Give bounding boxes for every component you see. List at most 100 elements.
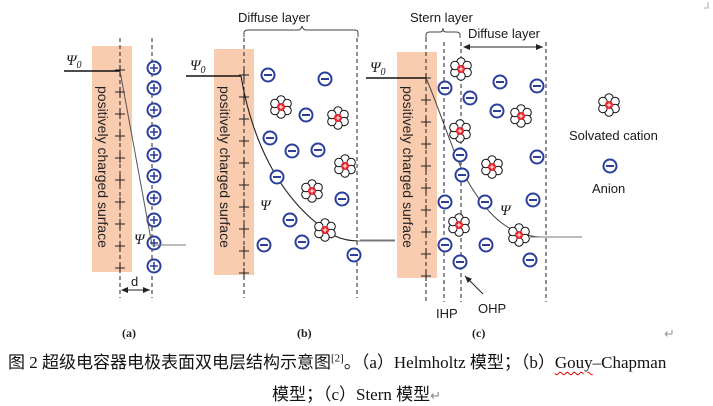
- anion-icon: [462, 90, 478, 106]
- surface-plus-charge: [239, 202, 249, 212]
- surface-plus-charge: [239, 70, 249, 80]
- anion-icon: [525, 192, 541, 208]
- counter-ions-a: [146, 60, 162, 274]
- solvated-cation-icon: [314, 218, 336, 242]
- surface-plus-charge: [421, 227, 431, 237]
- legend-solvated-cation-label: Solvated cation: [569, 128, 658, 143]
- legend-solvated-cation-icon: [598, 93, 620, 117]
- anion-icon: [478, 237, 494, 253]
- ohp-label: OHP: [478, 301, 506, 316]
- anion-icon: [492, 74, 508, 90]
- solvated-cation-icon: [270, 95, 292, 119]
- caption-models-b: –Chapman: [592, 353, 667, 372]
- surface-label-b: positively charged surface: [217, 86, 233, 248]
- surface-plus-charge: [421, 249, 431, 259]
- surface-plus-charge: [239, 268, 249, 278]
- charged-surface-a: [92, 46, 132, 272]
- surface-plus-charge: [115, 131, 125, 141]
- paragraph-return-mark: ↵: [664, 327, 675, 342]
- counter-ion-icon: [146, 212, 162, 228]
- ihp-label: IHP: [436, 306, 458, 321]
- anion-icon: [334, 191, 350, 207]
- anion-icon: [529, 149, 545, 165]
- anion-icon: [437, 194, 453, 210]
- caption-models-a: 。（a）Helmholtz 模型；（b）: [343, 353, 555, 372]
- counter-ion-icon: [146, 147, 162, 163]
- diffuse-brace-b: [243, 25, 359, 37]
- anion-icon: [282, 212, 298, 228]
- surface-plus-charge: [421, 139, 431, 149]
- surface-plus-charge: [239, 224, 249, 234]
- anion-icon: [269, 169, 285, 185]
- caption-title: 图 2 超级电容器电极表面双电层结构示意图: [8, 353, 331, 372]
- spellcheck-word[interactable]: Gouy: [554, 353, 593, 372]
- psi0-label-b: Ψ0: [190, 58, 206, 76]
- psi-label-b: Ψ: [260, 198, 272, 214]
- counter-ion-icon: [146, 60, 162, 76]
- anion-icon: [452, 147, 468, 163]
- surface-plus-charge: [421, 117, 431, 127]
- panel-c: Stern layer Diffuse layer positively cha…: [360, 10, 582, 340]
- legend: Solvated cation Anion: [569, 93, 658, 196]
- panel-label-a: (a): [122, 326, 136, 340]
- surface-plus-charge: [115, 197, 125, 207]
- caption-line2-text: 模型；（c）Stern 模型: [271, 385, 431, 404]
- anion-icon: [310, 142, 326, 158]
- surface-plus-charge: [421, 95, 431, 105]
- surface-plus-charge: [115, 153, 125, 163]
- caption-reference[interactable]: [2]: [331, 352, 344, 365]
- anion-icon: [256, 237, 272, 253]
- figure-caption-line2: 模型；（c）Stern 模型↵: [0, 380, 713, 405]
- counter-ion-icon: [146, 168, 162, 184]
- surface-plus-charge: [115, 87, 125, 97]
- solvated-cation-icon: [450, 57, 472, 81]
- ohp-pointer-arrow: [464, 275, 484, 295]
- anion-icon: [477, 194, 493, 210]
- diffuse-layer-label-c: Diffuse layer: [468, 26, 541, 41]
- potential-curve-c: [425, 77, 541, 238]
- anion-icon: [437, 237, 453, 253]
- legend-anion-label: Anion: [592, 181, 625, 196]
- solvated-cation-icon: [449, 119, 471, 143]
- surface-label-a: positively charged surface: [95, 86, 111, 248]
- surface-charges-b: [239, 70, 249, 278]
- diffuse-layer-label-b: Diffuse layer: [238, 10, 311, 25]
- ions-c: [437, 57, 545, 270]
- page-corner-mark: [704, 2, 709, 9]
- ions-b: [256, 67, 362, 263]
- surface-plus-charge: [239, 158, 249, 168]
- edl-diagram: positively charged surface Ψ0 Ψ d (a) Di…: [64, 2, 709, 342]
- anion-icon: [317, 71, 333, 87]
- anion-icon: [489, 103, 505, 119]
- surface-plus-charge: [421, 183, 431, 193]
- anion-icon: [260, 67, 276, 83]
- anion-icon: [529, 78, 545, 94]
- surface-plus-charge: [239, 180, 249, 190]
- solvated-cation-icon: [448, 213, 470, 237]
- charged-surface-b: [214, 49, 254, 275]
- anion-icon: [454, 167, 470, 183]
- surface-plus-charge: [115, 175, 125, 185]
- stern-brace: [425, 27, 461, 38]
- counter-ion-icon: [146, 80, 162, 96]
- anion-icon: [437, 80, 453, 96]
- panel-b: Diffuse layer positively charged surface…: [186, 10, 395, 340]
- surface-plus-charge: [115, 219, 125, 229]
- surface-label-c: positively charged surface: [400, 86, 416, 248]
- anion-icon: [284, 143, 300, 159]
- figure-caption-line1: 图 2 超级电容器电极表面双电层结构示意图[2]。（a）Helmholtz 模型…: [8, 348, 713, 373]
- psi-label-c: Ψ: [500, 203, 512, 219]
- counter-ion-icon: [146, 258, 162, 274]
- surface-plus-charge: [115, 263, 125, 273]
- psi0-label-a: Ψ0: [66, 53, 82, 71]
- caption-return-mark: ↵: [430, 389, 442, 404]
- surface-plus-charge: [421, 271, 431, 281]
- solvated-cation-icon: [301, 179, 323, 203]
- surface-plus-charge: [239, 136, 249, 146]
- surface-plus-charge: [421, 205, 431, 215]
- counter-ion-icon: [146, 190, 162, 206]
- anion-icon: [522, 252, 538, 268]
- psi0-label-c: Ψ0: [370, 60, 386, 78]
- surface-plus-charge: [239, 246, 249, 256]
- surface-plus-charge: [115, 109, 125, 119]
